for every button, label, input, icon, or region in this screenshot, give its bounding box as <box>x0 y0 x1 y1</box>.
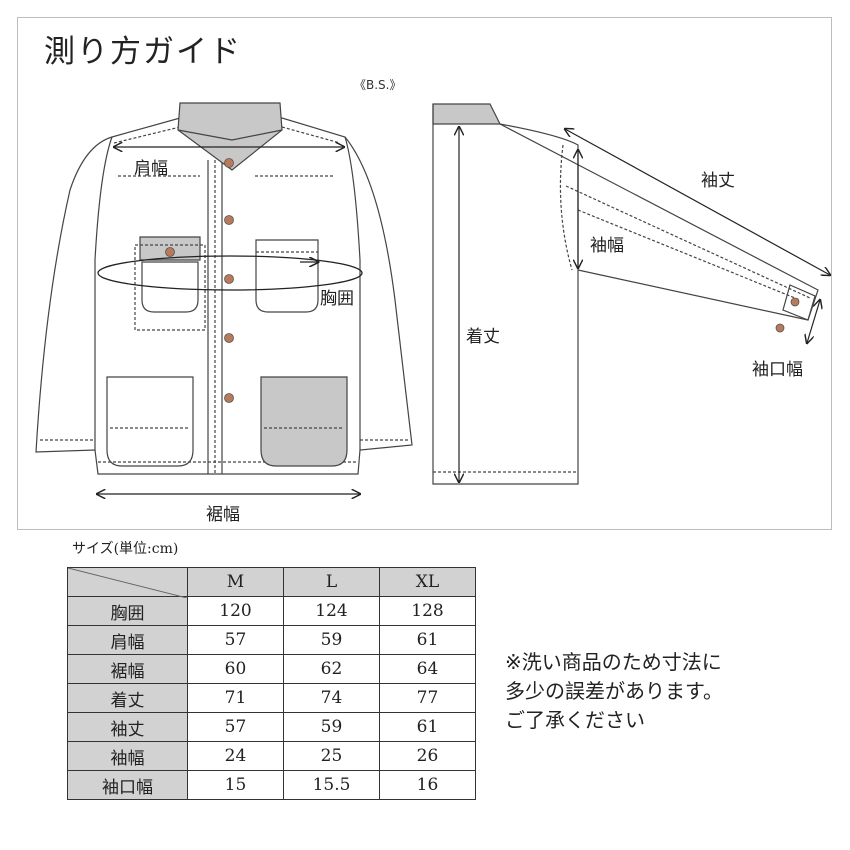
table-row: 着丈 71 74 77 <box>67 683 476 713</box>
table-cell: 57 <box>187 625 284 655</box>
column-header-xl: XL <box>379 567 476 597</box>
label-chest: 胸囲 <box>320 289 354 309</box>
row-header: 袖丈 <box>67 712 188 742</box>
table-cell: 61 <box>379 625 476 655</box>
size-table: M L XL 胸囲 120 124 128 肩幅 57 59 61 裾幅 60 … <box>67 567 476 800</box>
page-title: 測り方ガイド <box>44 34 242 70</box>
row-header: 着丈 <box>67 683 188 713</box>
cuff-width-arrow <box>807 300 820 343</box>
table-row: 袖幅 24 25 26 <box>67 741 476 771</box>
label-hem: 裾幅 <box>206 505 240 525</box>
column-header-m: M <box>187 567 284 597</box>
table-cell: 59 <box>283 712 380 742</box>
row-header: 裾幅 <box>67 654 188 684</box>
label-sleeve-width: 袖幅 <box>590 236 624 256</box>
row-header: 胸囲 <box>67 596 188 626</box>
note-line: ご了承ください <box>505 708 645 732</box>
label-cuff-width: 袖口幅 <box>752 360 803 380</box>
jacket-side <box>432 103 819 485</box>
table-row: 裾幅 60 62 64 <box>67 654 476 684</box>
label-sleeve-length: 袖丈 <box>701 171 735 191</box>
size-caption: サイズ(単位:cm) <box>72 541 179 557</box>
table-header-row: M L XL <box>67 567 476 598</box>
table-cell: 124 <box>283 596 380 626</box>
jacket-diagram <box>35 102 850 535</box>
corner-diagonal <box>68 568 187 598</box>
table-cell: 15.5 <box>283 770 380 800</box>
table-row: 肩幅 57 59 61 <box>67 625 476 655</box>
table-cell: 61 <box>379 712 476 742</box>
row-header: 肩幅 <box>67 625 188 655</box>
table-cell: 74 <box>283 683 380 713</box>
table-cell: 59 <box>283 625 380 655</box>
table-row: 胸囲 120 124 128 <box>67 596 476 626</box>
table-row: 袖丈 57 59 61 <box>67 712 476 742</box>
table-cell: 64 <box>379 654 476 684</box>
table-cell: 60 <box>187 654 284 684</box>
table-cell: 71 <box>187 683 284 713</box>
table-row: 袖口幅 15 15.5 16 <box>67 770 476 800</box>
table-cell: 26 <box>379 741 476 771</box>
label-shoulder: 肩幅 <box>134 159 168 179</box>
table-cell: 77 <box>379 683 476 713</box>
table-corner <box>67 567 188 598</box>
note-line: ※洗い商品のため寸法に <box>505 650 722 674</box>
jacket-buttons <box>165 158 234 403</box>
note-line: 多少の誤差があります。 <box>505 679 723 703</box>
table-cell: 57 <box>187 712 284 742</box>
table-cell: 25 <box>283 741 380 771</box>
table-cell: 128 <box>379 596 476 626</box>
table-cell: 16 <box>379 770 476 800</box>
chest-measure-ellipse <box>97 255 363 291</box>
label-length: 着丈 <box>466 327 500 347</box>
table-cell: 24 <box>187 741 284 771</box>
sleeve-length-arrow <box>565 129 830 275</box>
jacket-front <box>35 102 413 475</box>
table-cell: 15 <box>187 770 284 800</box>
column-header-l: L <box>283 567 380 597</box>
brand-mark: 《B.S.》 <box>354 78 402 92</box>
table-cell: 120 <box>187 596 284 626</box>
row-header: 袖口幅 <box>67 770 188 800</box>
row-header: 袖幅 <box>67 741 188 771</box>
table-cell: 62 <box>283 654 380 684</box>
washing-note: ※洗い商品のため寸法に 多少の誤差があります。 ご了承ください <box>505 648 723 735</box>
